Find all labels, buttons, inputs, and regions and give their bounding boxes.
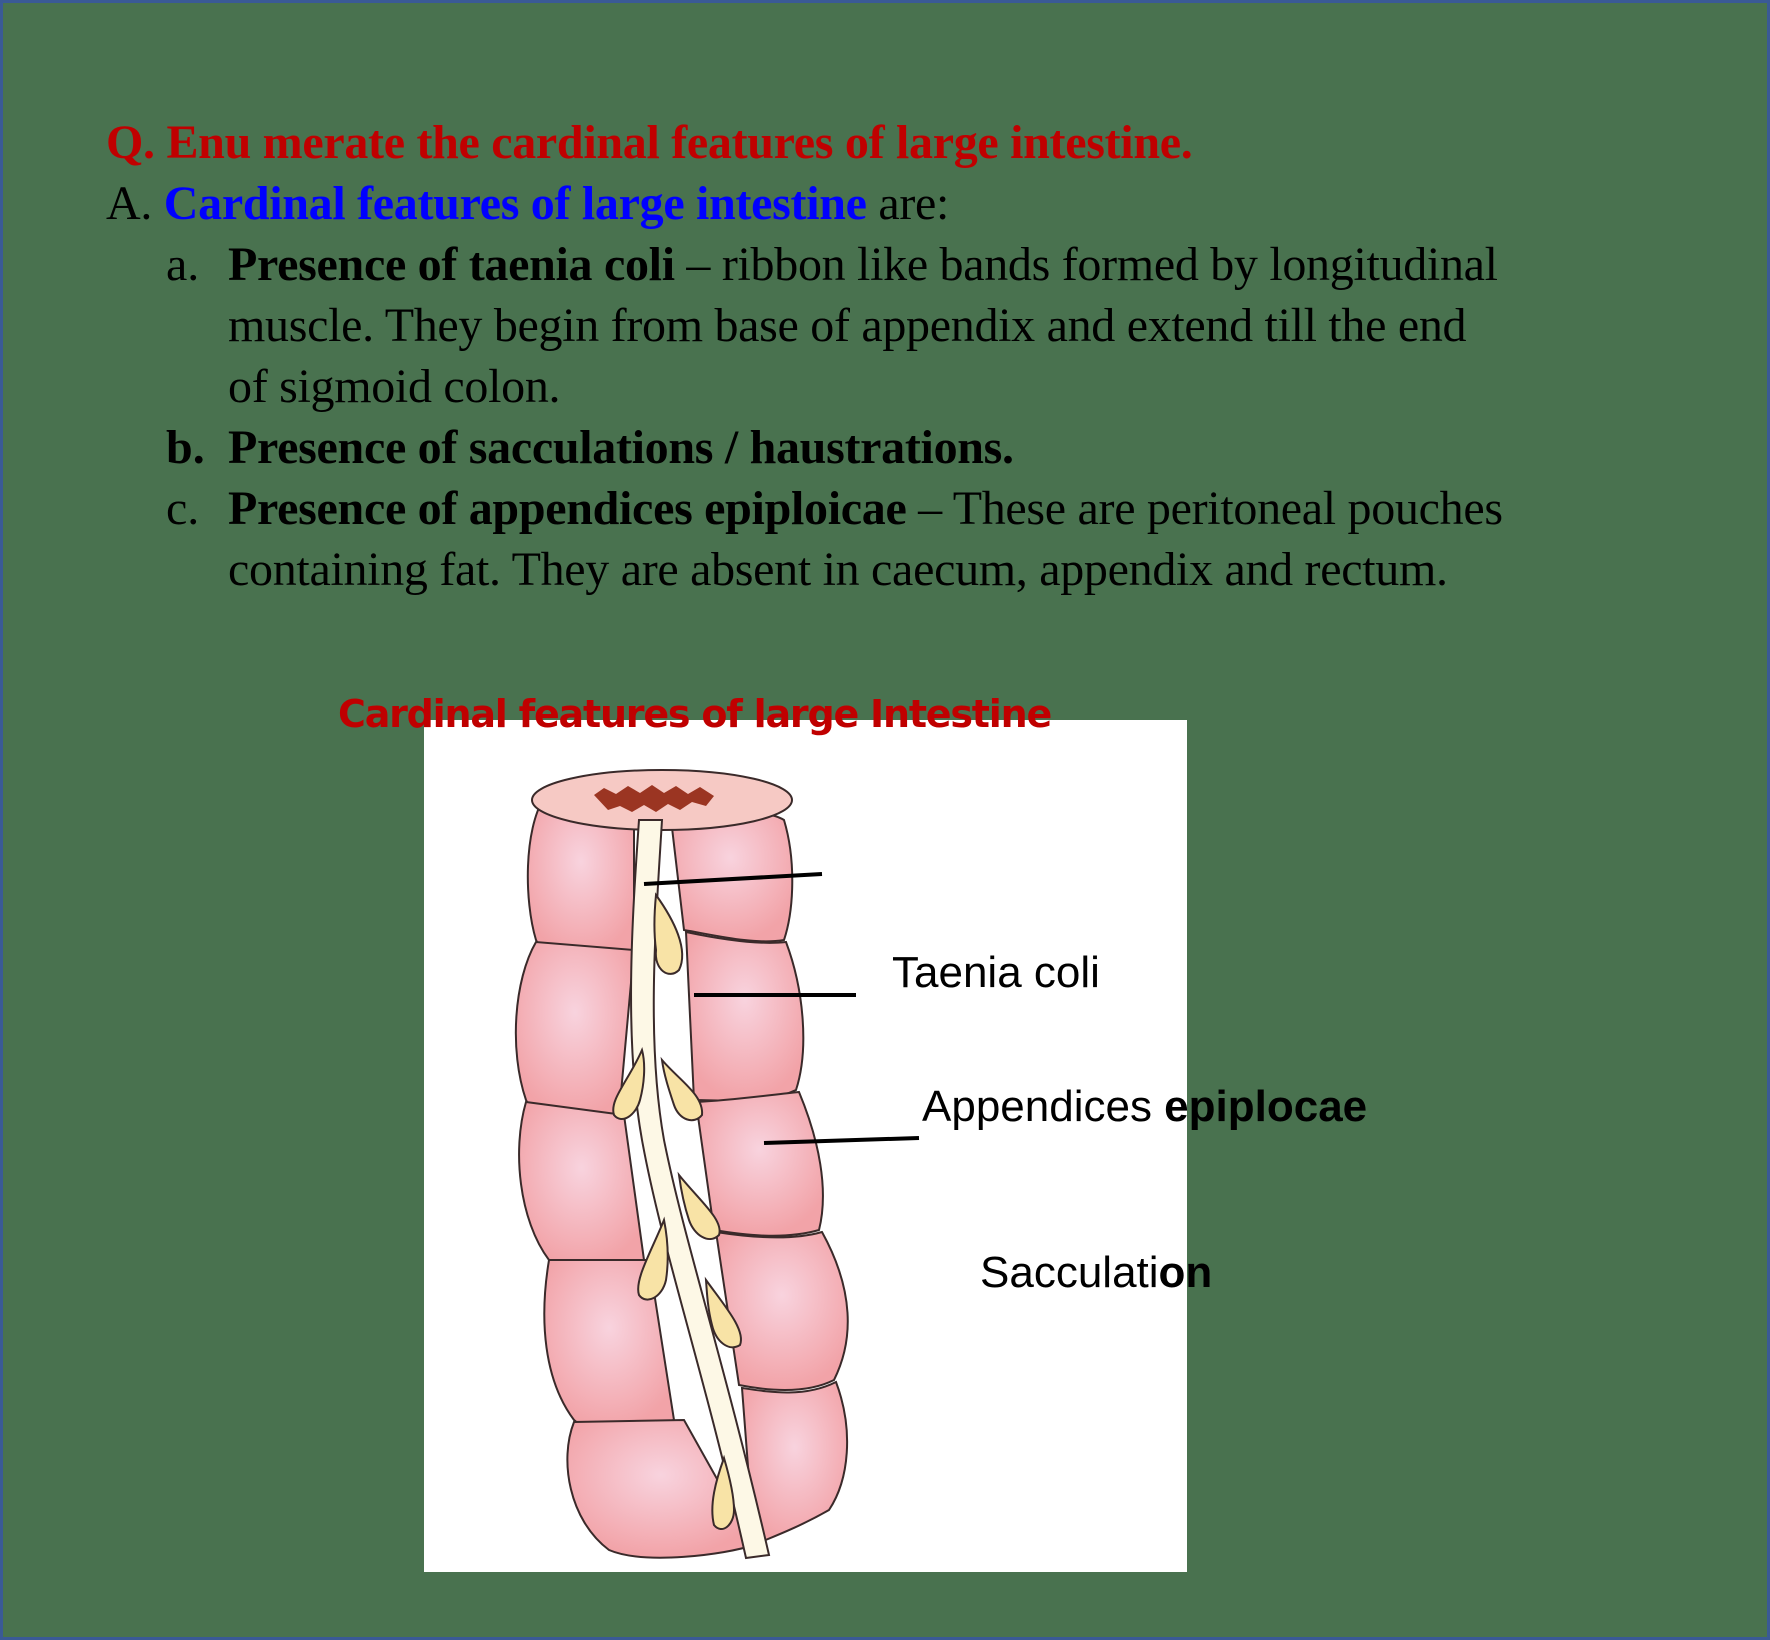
taenia-leader-line <box>643 872 823 886</box>
label-appendices-main: Appendices <box>922 1082 1165 1131</box>
label-sacculation: Sacculation <box>980 1248 1212 1298</box>
question-line: Q. Enu merate the cardinal features of l… <box>106 112 1746 173</box>
label-appendices-overflow: epiplocae <box>1164 1082 1368 1131</box>
taenia-coli-band <box>630 819 771 1560</box>
answer-line: A. Cardinal features of large intestine … <box>106 173 1746 234</box>
feature-text: of sigmoid colon. <box>228 360 561 413</box>
figure-title: Cardinal features of large Intestine <box>338 692 1052 736</box>
feature-text: – ribbon like bands formed by longitudin… <box>674 238 1498 291</box>
answer-suffix: are: <box>866 177 950 230</box>
list-marker: b. <box>166 421 205 474</box>
question-answer-block: Q. Enu merate the cardinal features of l… <box>106 112 1746 600</box>
feature-text: containing fat. They are absent in caecu… <box>228 543 1448 596</box>
feature-text: muscle. They begin from base of appendix… <box>228 299 1467 352</box>
large-intestine-illustration <box>514 769 920 1560</box>
feature-title: Presence of taenia coli <box>228 238 675 291</box>
feature-title: Presence of appendices epiploicae <box>228 482 907 535</box>
feature-list: a. Presence of taenia coli – ribbon like… <box>166 234 1746 600</box>
list-item: a. Presence of taenia coli – ribbon like… <box>166 234 1746 417</box>
feature-title: Presence of sacculations / haustrations. <box>228 421 1014 474</box>
sacculations <box>514 796 849 1559</box>
sacculation-leader-line <box>763 1136 920 1145</box>
lumen-mucosa <box>594 785 714 812</box>
answer-highlight: Cardinal features of large intestine <box>163 177 867 230</box>
list-marker: a. <box>166 238 200 291</box>
label-appendices-epiploicae: Appendices epiplocae <box>922 1082 1367 1132</box>
label-sacculation-overflow: on <box>1158 1248 1213 1297</box>
appendices-epiploicae <box>612 892 742 1530</box>
feature-text: – These are peritoneal pouches <box>906 482 1503 535</box>
question-prefix: Q. <box>106 116 155 169</box>
label-sacculation-main: Sacculati <box>980 1248 1159 1297</box>
list-item: b. Presence of sacculations / haustratio… <box>166 417 1746 478</box>
label-taenia-coli: Taenia coli <box>892 948 1100 997</box>
answer-prefix: A. <box>106 177 153 230</box>
question-text: Enu merate the cardinal features of larg… <box>166 116 1193 169</box>
list-item: c. Presence of appendices epiploicae – T… <box>166 478 1746 600</box>
list-marker: c. <box>166 482 200 535</box>
